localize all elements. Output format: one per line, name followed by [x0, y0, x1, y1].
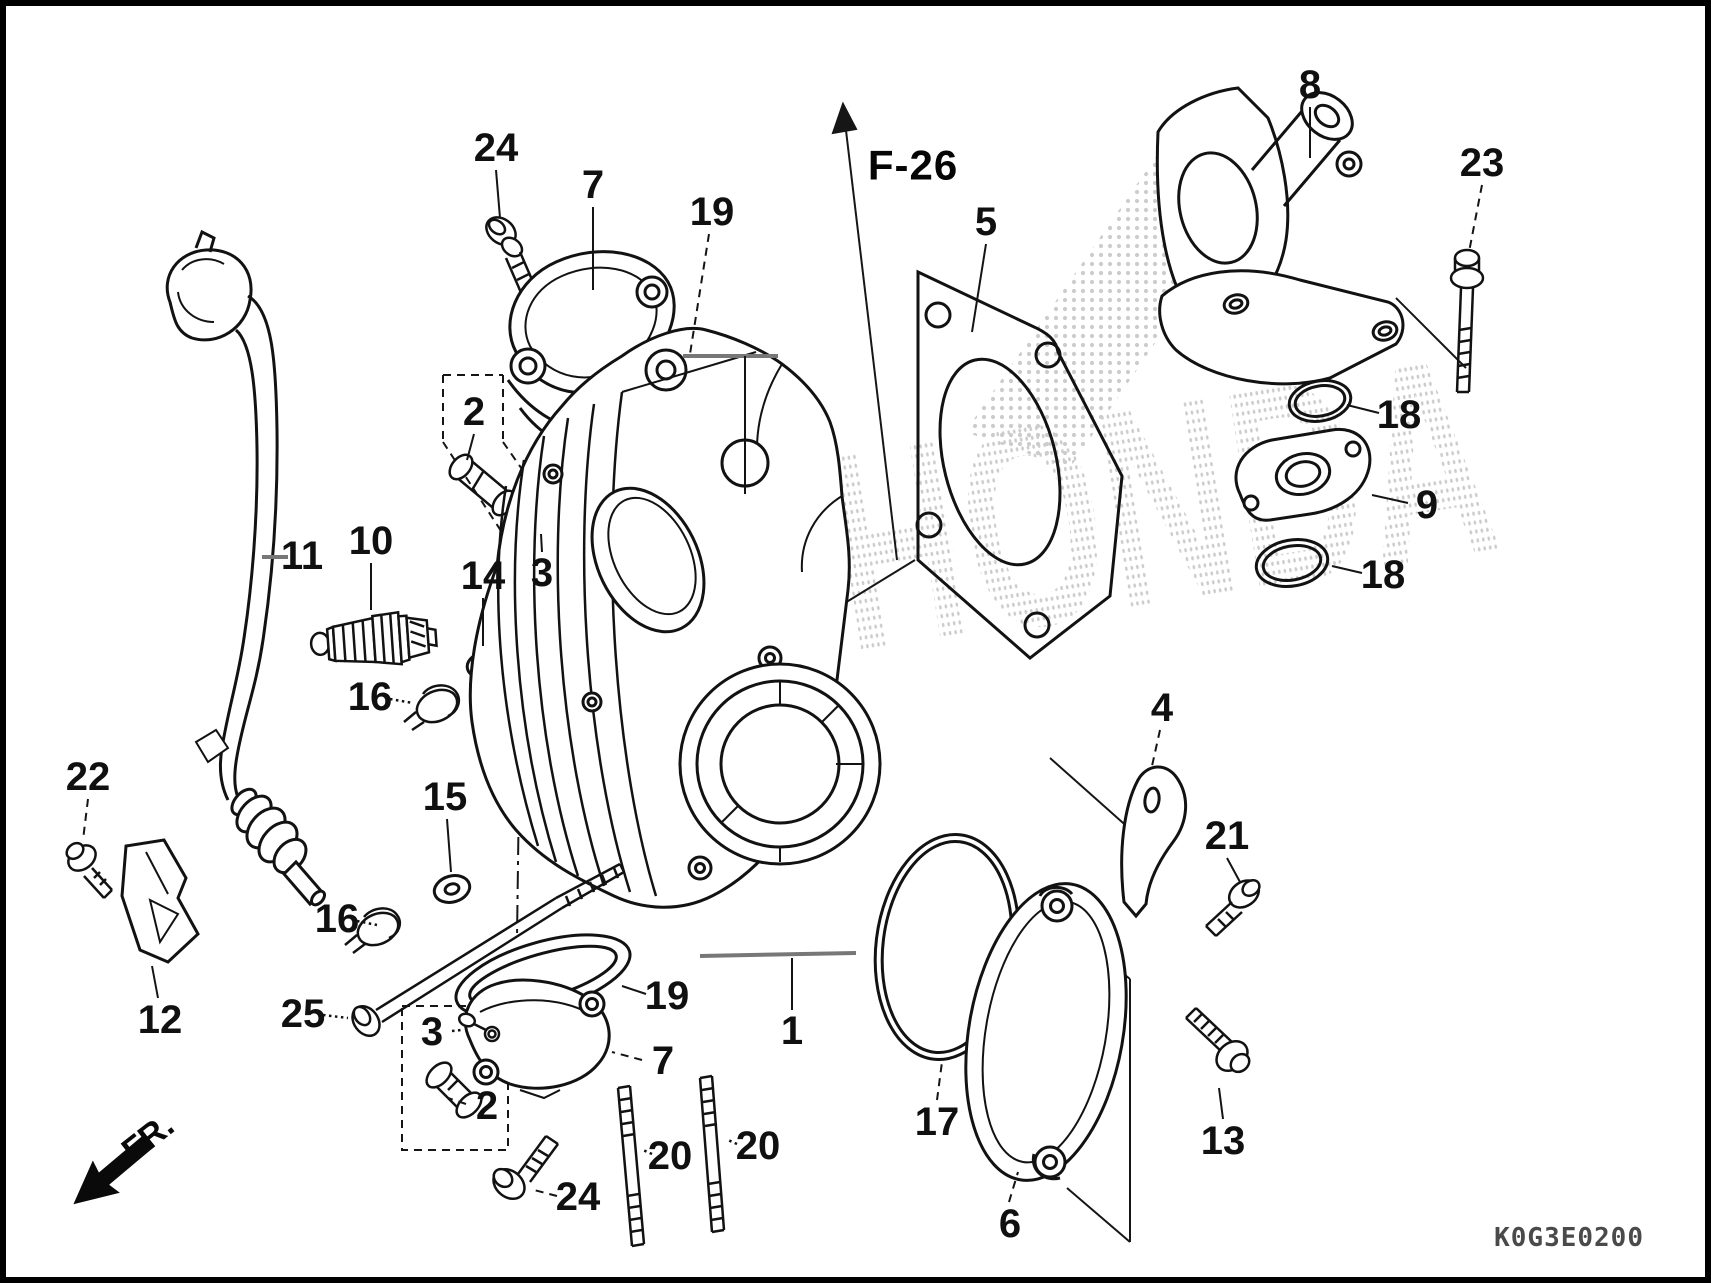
part-label-23: 23	[1460, 141, 1505, 185]
part-label-3-top: 3	[531, 551, 553, 595]
leader-20-right	[727, 1138, 738, 1146]
part-label-2-top: 2	[463, 390, 485, 434]
part-11-spark-plug-cap-drawing	[165, 229, 327, 907]
part-9-insulator-drawing	[1234, 427, 1372, 522]
part-label-9: 9	[1416, 483, 1438, 527]
leader-15	[446, 818, 452, 873]
part-16-lower-bolt-drawing	[344, 907, 401, 954]
part-23-bolt-drawing	[1449, 248, 1485, 394]
leader-5	[971, 243, 987, 333]
leader-3-lower	[451, 1028, 463, 1033]
leader-13	[1218, 1087, 1224, 1120]
part-label-25: 25	[281, 992, 326, 1036]
part-label-12: 12	[138, 998, 183, 1042]
part-10-spark-plug-drawing	[309, 610, 438, 666]
part-label-19-top: 19	[690, 190, 735, 234]
section-line-f26	[844, 121, 898, 561]
leader-17	[936, 1061, 943, 1101]
diagram-code: K0G3E0200	[1494, 1223, 1644, 1253]
part-24-lower-bolt-drawing	[492, 1134, 560, 1201]
leader-3-top	[540, 533, 543, 553]
section-arrowhead	[831, 101, 858, 135]
part-label-21: 21	[1205, 814, 1250, 858]
part-label-20-left: 20	[648, 1134, 693, 1178]
leader-19-top	[689, 233, 710, 355]
leader-25	[322, 1013, 349, 1020]
front-direction-indicator: FR.	[73, 1106, 181, 1205]
part-label-7-top: 7	[582, 163, 604, 207]
part-label-8: 8	[1299, 63, 1321, 107]
part-21-bolt-drawing	[1205, 879, 1261, 937]
cooling-fins	[497, 391, 658, 897]
leader-6	[1008, 1171, 1019, 1203]
part-label-17: 17	[915, 1100, 960, 1144]
part-label-11: 11	[281, 534, 323, 578]
leader-4	[1151, 729, 1161, 767]
leader-2-top	[466, 433, 475, 461]
leader-21	[1226, 857, 1241, 883]
leader-18-upper	[1346, 404, 1380, 414]
part-label-15: 15	[423, 775, 468, 819]
part-label-16-upper: 16	[348, 675, 393, 719]
part-label-18-lower: 18	[1361, 553, 1406, 597]
part-7-lower-cover-drawing	[463, 978, 611, 1100]
part-label-5: 5	[975, 200, 997, 244]
part-3-lower-screw-drawing	[457, 1012, 501, 1043]
part-label-6: 6	[999, 1202, 1021, 1246]
part-25-long-bolt-drawing	[351, 862, 626, 1037]
part-label-10: 10	[349, 519, 394, 563]
part-label-7-lower: 7	[652, 1039, 674, 1083]
part-12-bracket-drawing	[120, 838, 200, 964]
callout-labels: 24 7 19 5 8 23 18 9 18 2 14 3 11 10 16 2…	[66, 63, 1505, 1246]
part-13-bolt-drawing	[1185, 1007, 1251, 1074]
front-arrow-icon	[73, 1133, 156, 1205]
part-22-bolt-drawing	[65, 841, 113, 899]
leader-24-top	[495, 169, 501, 219]
part-label-1: 1	[781, 1009, 803, 1053]
part-16-upper-bolt-drawing	[403, 684, 460, 732]
leader-12	[151, 965, 159, 999]
part-label-13: 13	[1201, 1119, 1246, 1163]
part-label-3-lower: 3	[421, 1010, 443, 1054]
part-8-manifold-drawing	[1155, 86, 1405, 386]
part-label-4: 4	[1151, 686, 1174, 730]
leader-24-lower	[533, 1189, 558, 1197]
leader-16-upper	[389, 697, 414, 705]
part-label-22: 22	[66, 755, 111, 799]
leader-lines	[82, 107, 1483, 1203]
part-label-24-lower: 24	[556, 1175, 601, 1219]
part-18-lower-oring-drawing	[1254, 538, 1330, 588]
part-label-24-top: 24	[474, 126, 519, 170]
part-label-14: 14	[461, 554, 506, 598]
leader-20-left	[642, 1148, 653, 1156]
leader-22	[82, 798, 89, 841]
part-label-16-lower: 16	[315, 897, 360, 941]
leader-1-bar	[699, 951, 857, 958]
part-20-studs-drawing	[616, 1074, 726, 1248]
leader-7-lower	[611, 1051, 643, 1061]
part-15-washer-drawing	[432, 874, 472, 904]
part-18-upper-oring-drawing	[1287, 379, 1353, 423]
reference-tag: F-26	[868, 142, 958, 189]
watermark-text: HONDA	[809, 293, 1517, 716]
part-4-guide-plate-drawing	[1120, 765, 1188, 919]
leader-9	[1371, 494, 1409, 504]
leader-2-lower	[447, 1097, 467, 1105]
part-1-cylinder-head-drawing	[468, 326, 882, 909]
detail-box	[401, 1005, 509, 1151]
part-label-2-lower: 2	[476, 1084, 498, 1128]
part-5-gasket-drawing	[915, 269, 1124, 660]
part-label-20-right: 20	[736, 1124, 781, 1168]
part-2-lower-pin-drawing	[425, 1061, 483, 1119]
leader-18-lower	[1331, 565, 1363, 574]
part-label-18-upper: 18	[1377, 393, 1422, 437]
part-label-19-lower: 19	[645, 974, 690, 1018]
part-6-cover-drawing	[964, 882, 1128, 1182]
leader-19-lower	[621, 985, 647, 995]
leader-23	[1468, 184, 1483, 253]
